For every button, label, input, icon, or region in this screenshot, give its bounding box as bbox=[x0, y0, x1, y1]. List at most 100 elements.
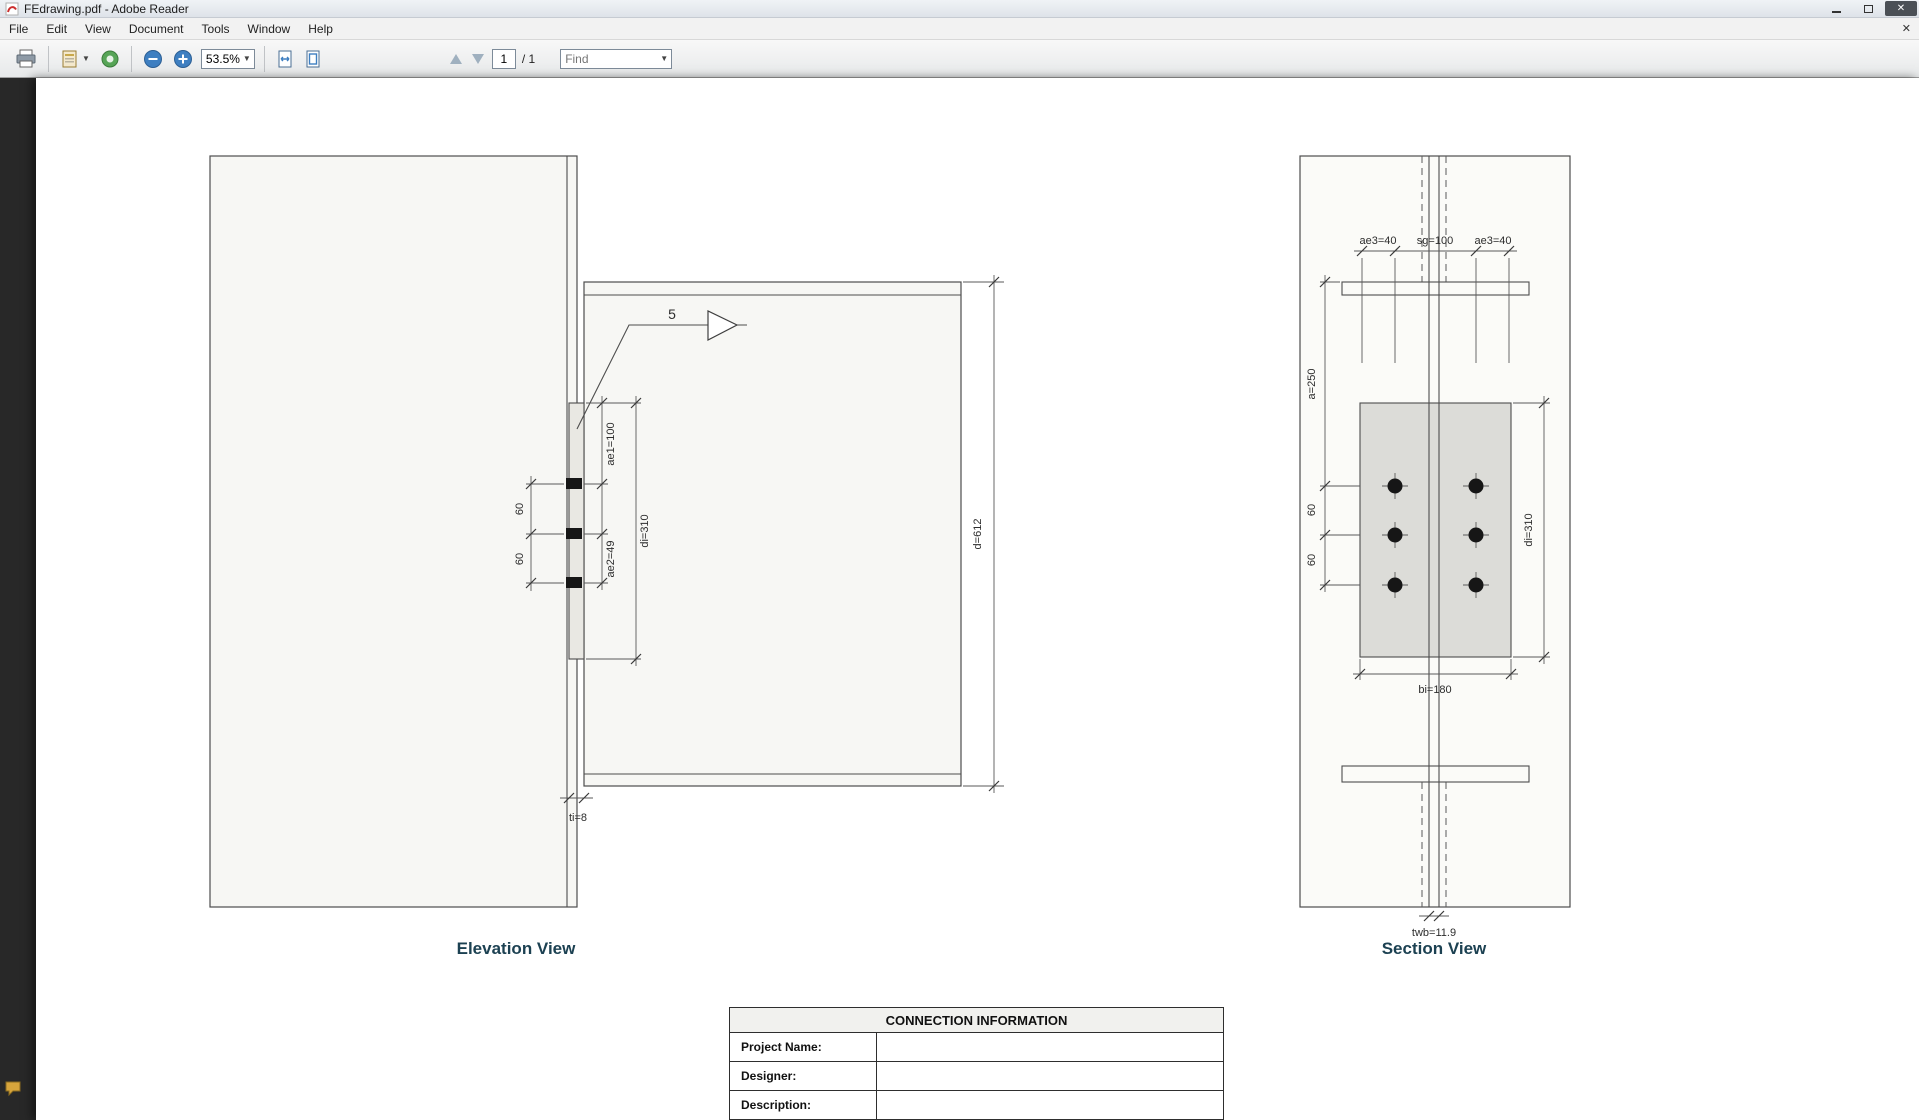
bolt bbox=[1387, 478, 1403, 494]
printer-icon bbox=[16, 49, 36, 67]
pdf-file-icon bbox=[5, 2, 19, 15]
sticky-note-tool-icon[interactable] bbox=[4, 1078, 26, 1103]
connection-information-table: CONNECTION INFORMATION Project Name: Des… bbox=[729, 1007, 1224, 1120]
fit-width-icon bbox=[278, 50, 292, 67]
designer-label: Designer: bbox=[730, 1062, 877, 1090]
fit-page-button[interactable] bbox=[301, 47, 325, 71]
maximize-icon bbox=[1863, 4, 1873, 13]
description-label: Description: bbox=[730, 1091, 877, 1119]
zoom-dropdown-icon[interactable]: ▼ bbox=[242, 54, 251, 63]
bolt bbox=[1468, 577, 1484, 593]
dim-d: d=612 bbox=[972, 519, 984, 550]
bolt bbox=[1387, 527, 1403, 543]
document-area: 5 60 60 bbox=[0, 78, 1919, 1120]
dim-bolt-spacing-2: 60 bbox=[514, 553, 526, 565]
dim-bolt-spacing-2: 60 bbox=[1306, 554, 1318, 566]
minimize-icon bbox=[1831, 11, 1841, 13]
dropdown-caret-icon: ▼ bbox=[82, 54, 90, 63]
toolbar-divider bbox=[48, 45, 49, 72]
dim-ae1: ae1=100 bbox=[605, 422, 617, 465]
dim-twb: twb=11.9 bbox=[1412, 927, 1456, 939]
document-send-icon bbox=[62, 50, 77, 67]
engineering-drawing: 5 60 60 bbox=[209, 155, 1571, 958]
dim-bi: bi=180 bbox=[1418, 684, 1451, 696]
dim-di: di=310 bbox=[1523, 513, 1535, 546]
description-value bbox=[877, 1091, 1223, 1119]
elevation-view-title: Elevation View bbox=[457, 939, 577, 958]
bolt bbox=[566, 577, 582, 588]
dim-sg: sg=100 bbox=[1417, 235, 1453, 247]
zoom-level-combo: ▼ bbox=[200, 48, 255, 69]
window-title: FEdrawing.pdf - Adobe Reader bbox=[24, 1, 189, 16]
section-view: ae3=40 sg=100 ae3=40 a=250 60 60 bbox=[1299, 155, 1571, 958]
find-combo: ▼ bbox=[560, 48, 673, 69]
zoom-in-icon bbox=[173, 49, 192, 68]
fit-width-button[interactable] bbox=[273, 47, 297, 71]
zoom-level-input[interactable] bbox=[201, 50, 240, 67]
dim-a: a=250 bbox=[1306, 369, 1318, 400]
fin-plate-section bbox=[1359, 402, 1512, 658]
bolt-group bbox=[1382, 473, 1489, 598]
zoom-out-icon bbox=[143, 49, 162, 68]
close-button[interactable]: ✕ bbox=[1885, 1, 1917, 16]
page-number-combo bbox=[491, 48, 516, 69]
top-flange-plate bbox=[1341, 281, 1530, 296]
menu-document[interactable]: Document bbox=[128, 21, 184, 36]
bolt bbox=[566, 478, 582, 489]
bolt bbox=[1387, 577, 1403, 593]
menubar-close-icon[interactable]: ✕ bbox=[1901, 23, 1911, 35]
menu-edit[interactable]: Edit bbox=[46, 21, 68, 36]
save-share-button[interactable]: ▼ bbox=[57, 47, 93, 71]
window-controls: ✕ bbox=[1821, 0, 1919, 17]
page-number-input[interactable] bbox=[492, 50, 515, 67]
menu-file[interactable]: File bbox=[9, 21, 29, 36]
pdf-page[interactable]: 5 60 60 bbox=[36, 78, 1919, 1120]
project-name-label: Project Name: bbox=[730, 1033, 877, 1061]
dim-bolt-spacing-1: 60 bbox=[1306, 504, 1318, 516]
toolbar-divider bbox=[263, 45, 265, 72]
page-total-label: / 1 bbox=[521, 51, 536, 66]
zoom-in-button[interactable] bbox=[170, 47, 196, 71]
beam-outline bbox=[583, 281, 962, 787]
dim-bolt-spacing-1: 60 bbox=[514, 503, 526, 515]
elevation-view: 5 60 60 bbox=[209, 155, 1004, 958]
minimize-button[interactable] bbox=[1821, 1, 1851, 16]
collaborate-button[interactable] bbox=[97, 47, 123, 71]
fit-page-icon bbox=[306, 50, 320, 67]
bolt bbox=[1468, 527, 1484, 543]
menu-view[interactable]: View bbox=[85, 21, 111, 36]
dim-ti: ti=8 bbox=[569, 812, 587, 824]
dim-ae3-left: ae3=40 bbox=[1359, 235, 1396, 247]
table-row: Designer: bbox=[730, 1062, 1223, 1091]
designer-value bbox=[877, 1062, 1223, 1090]
find-input[interactable] bbox=[561, 50, 658, 67]
menu-window[interactable]: Window bbox=[247, 21, 291, 36]
column-outline bbox=[209, 155, 578, 908]
find-dropdown-icon[interactable]: ▼ bbox=[660, 54, 669, 63]
next-page-button[interactable] bbox=[469, 52, 487, 66]
collaborate-icon bbox=[101, 50, 119, 67]
section-view-title: Section View bbox=[1382, 939, 1487, 958]
dim-ae3-right: ae3=40 bbox=[1474, 235, 1511, 247]
print-button[interactable] bbox=[12, 47, 40, 71]
menu-tools[interactable]: Tools bbox=[201, 21, 230, 36]
toolbar: ▼ ▼ bbox=[0, 40, 1919, 78]
project-name-value bbox=[877, 1033, 1223, 1061]
table-row: Project Name: bbox=[730, 1033, 1223, 1062]
maximize-button[interactable] bbox=[1853, 1, 1883, 16]
toolbar-divider bbox=[130, 45, 132, 72]
previous-page-button[interactable] bbox=[447, 52, 465, 66]
table-row: Description: bbox=[730, 1091, 1223, 1120]
bolt bbox=[566, 528, 582, 539]
table-header: CONNECTION INFORMATION bbox=[730, 1008, 1223, 1033]
zoom-out-button[interactable] bbox=[140, 47, 166, 71]
close-icon: ✕ bbox=[1896, 3, 1906, 14]
bottom-flange-plate bbox=[1341, 765, 1530, 783]
titlebar: FEdrawing.pdf - Adobe Reader ✕ bbox=[0, 0, 1919, 18]
dim-di: di=310 bbox=[639, 514, 651, 547]
arrow-down-icon bbox=[471, 53, 484, 64]
arrow-up-icon bbox=[449, 53, 462, 64]
menu-help[interactable]: Help bbox=[308, 21, 333, 36]
bolt bbox=[1468, 478, 1484, 494]
